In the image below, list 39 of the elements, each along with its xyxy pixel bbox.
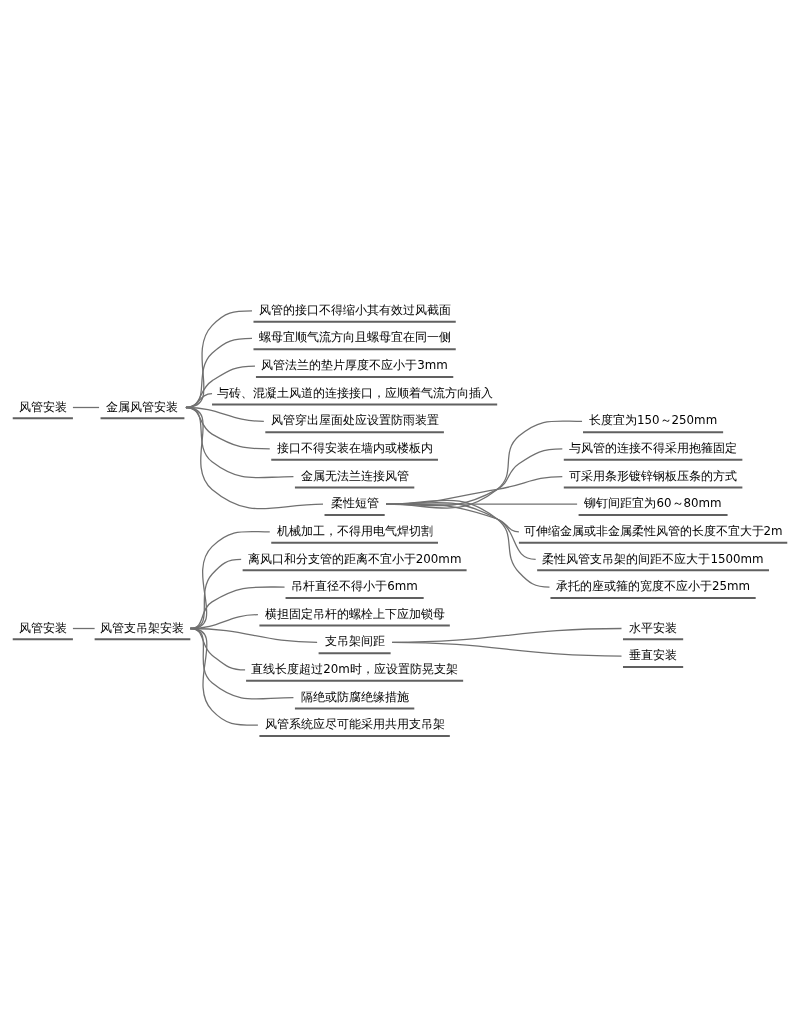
connector	[185, 337, 253, 408]
connector	[185, 392, 213, 408]
connector	[72, 627, 96, 629]
connector	[185, 309, 253, 408]
connector	[185, 364, 256, 408]
node-text: 支吊架间距	[324, 633, 385, 648]
connector	[185, 406, 324, 509]
node-text: 金属无法兰连接风管	[300, 468, 409, 483]
node-text: 风管的接口不得缩小其有效过风截面	[258, 302, 451, 317]
node-text: 隔绝或防腐绝缘措施	[300, 689, 409, 704]
connector	[72, 406, 100, 408]
node-text: 吊杆直径不得小于6mm	[291, 578, 418, 593]
node-text: 直线长度超过20m时，应设置防晃支架	[251, 661, 458, 676]
node-text: 风管穿出屋面处应设置防雨装置	[270, 412, 439, 427]
node-text: 柔性风管支吊架的间距不应大于1500mm	[542, 551, 764, 565]
node-text: 与风管的连接不得采用抱箍固定	[569, 440, 738, 455]
node-text: 风管系统应尽可能采用共用支吊架	[264, 716, 445, 731]
connector	[391, 641, 623, 657]
node-text: 柔性短管	[330, 495, 379, 510]
node-text: 风管安装	[18, 399, 67, 414]
node-text: 垂直安装	[629, 647, 678, 662]
node-text: 承托的座或箍的宽度不应小于25mm	[556, 578, 751, 593]
node-text: 金属风管安装	[106, 399, 179, 414]
node-text: 长度宜为150～250mm	[588, 412, 718, 427]
node-text: 机械加工，不得用电气焊切割	[276, 523, 433, 538]
connector	[385, 499, 551, 588]
node-text: 风管安装	[18, 620, 67, 635]
node-text: 接口不得安装在墙内或楼板内	[276, 440, 433, 455]
connector	[189, 627, 259, 726]
node-text: 风管支吊架安装	[100, 620, 185, 635]
node-text: 可采用条形镀锌钢板压条的方式	[569, 468, 738, 483]
node-text: 可伸缩金属或非金属柔性风管的长度不宜大于2m	[523, 523, 783, 538]
node-text: 铆钉间距宜为60～80mm	[584, 495, 722, 510]
node-text: 离风口和分支管的距离不宜小于200mm	[247, 551, 462, 565]
node-text: 与砖、混凝土风道的连接接口，应顺着气流方向插入	[216, 385, 493, 400]
node-text: 螺母宜顺气流方向且螺母宜在同一侧	[258, 329, 451, 344]
node-text: 水平安装	[629, 620, 678, 635]
node-text: 风管法兰的垫片厚度不应小于3mm	[261, 357, 448, 372]
node-text: 横担固定吊杆的螺栓上下应加锁母	[264, 606, 445, 621]
